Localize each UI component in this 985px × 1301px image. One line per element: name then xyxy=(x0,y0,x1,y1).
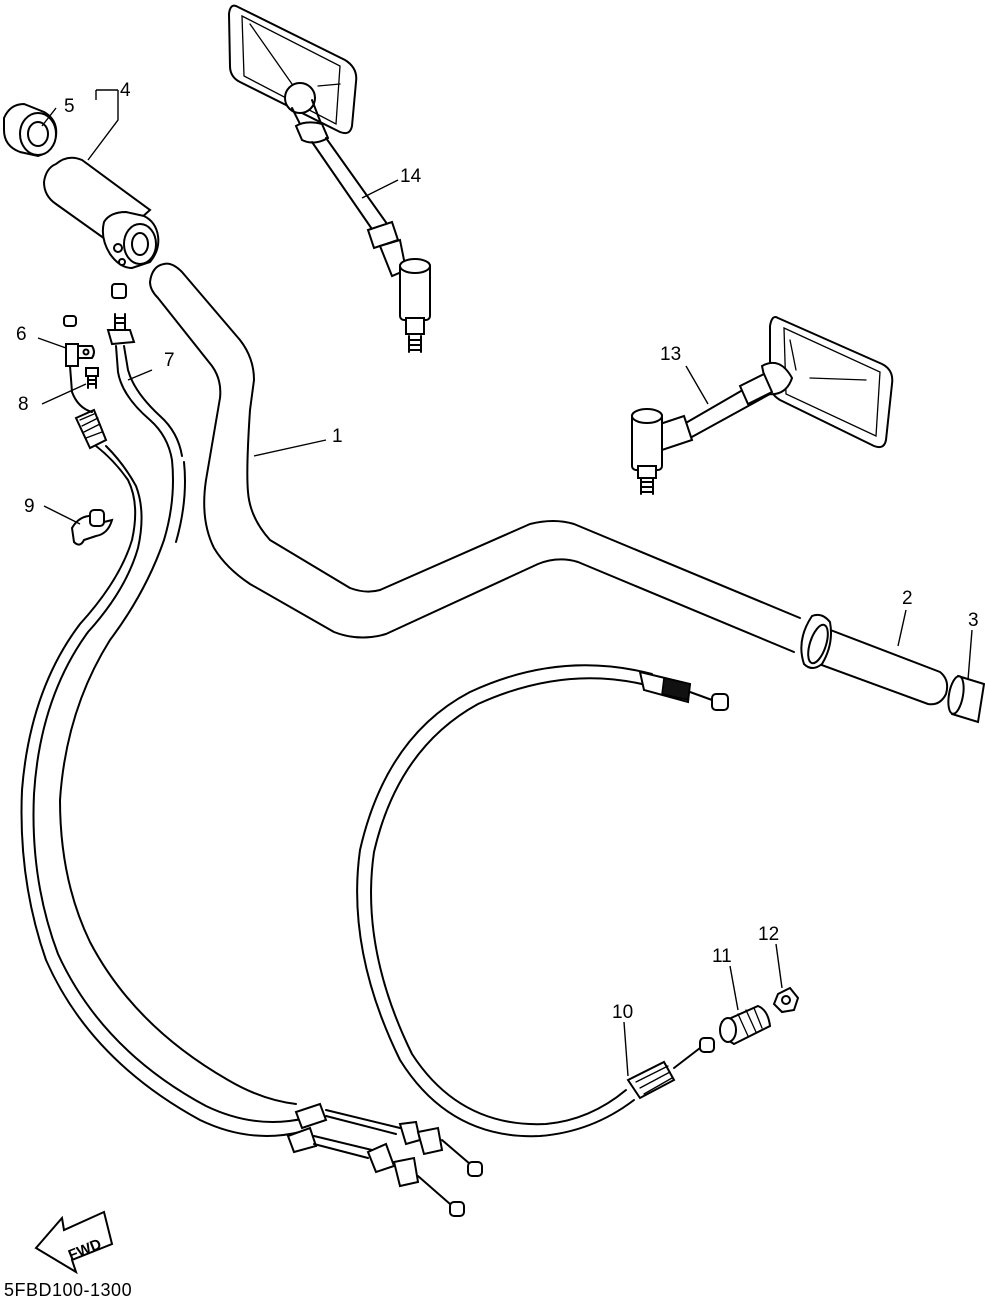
callout-14: 14 xyxy=(400,166,422,187)
control-cables xyxy=(20,345,307,1137)
callout-11: 11 xyxy=(712,946,732,967)
callout-6: 6 xyxy=(16,324,27,345)
callout-10: 10 xyxy=(612,1002,633,1023)
forward-arrow: FWD xyxy=(34,1210,114,1275)
leader-lines xyxy=(37,89,973,1077)
diagram-code: 5FBD100-1300 xyxy=(4,1280,133,1300)
callout-7: 7 xyxy=(164,350,175,371)
callout-4: 4 xyxy=(120,80,131,101)
callout-1: 1 xyxy=(332,426,343,447)
choke-assembly xyxy=(63,283,136,546)
callout-9: 9 xyxy=(24,496,35,517)
handlebar xyxy=(149,262,801,653)
nut xyxy=(772,986,800,1014)
clutch-cable xyxy=(356,664,729,1138)
grip-end-right xyxy=(947,674,985,724)
grip-end-left xyxy=(3,102,58,158)
callout-5: 5 xyxy=(64,96,75,117)
mirror-right xyxy=(631,316,894,495)
grip-right xyxy=(800,613,949,706)
callout-3: 3 xyxy=(968,610,979,631)
callout-2: 2 xyxy=(902,588,913,609)
throttle-grip xyxy=(42,156,160,270)
callout-13: 13 xyxy=(660,344,681,365)
mirror-left xyxy=(227,4,431,353)
callout-12: 12 xyxy=(758,924,779,945)
cable-ends xyxy=(286,1102,483,1217)
callouts: 1 2 3 4 5 6 7 8 9 10 11 12 13 14 xyxy=(16,80,979,1023)
adjuster xyxy=(719,1004,772,1046)
callout-8: 8 xyxy=(18,394,29,415)
